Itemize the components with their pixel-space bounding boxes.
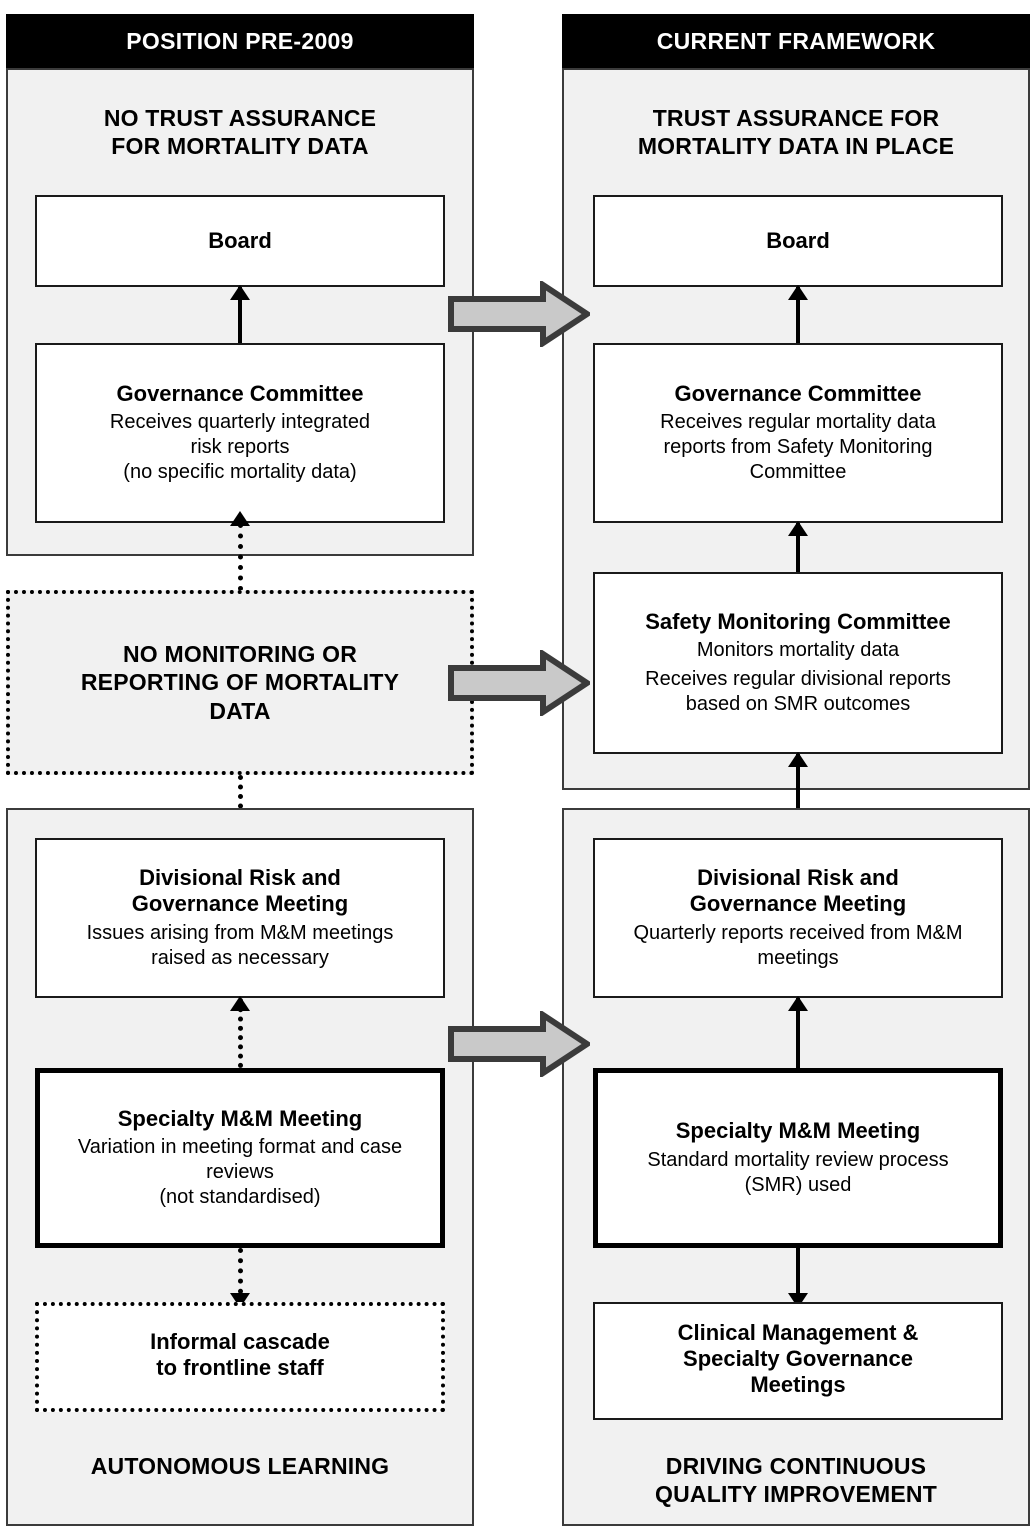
left-governance-dashed-arrow <box>230 511 250 526</box>
left-specialty-title: Specialty M&M Meeting <box>117 1105 363 1131</box>
left-informal-line1: Informal cascade <box>150 1329 330 1355</box>
left-divisional-body-1: Issues arising from M&M meetings <box>86 921 394 944</box>
left-divisional-title-2: Governance Meeting <box>131 891 349 916</box>
right-specialty-box[interactable]: Specialty M&M Meeting Standard mortality… <box>593 1068 1003 1248</box>
left-governance-dashed-line <box>238 523 243 591</box>
right-safety-body-2: Receives regular divisional reports <box>645 668 951 691</box>
right-divisional-to-safety-line <box>796 754 800 854</box>
right-divisional-to-safety-arrow <box>788 752 808 767</box>
right-safety-body-1: Monitors mortality data <box>696 639 900 662</box>
right-board-connector-line <box>796 287 800 345</box>
right-specialty-body-2: (SMR) used <box>744 1173 852 1196</box>
right-footer-line1: DRIVING CONTINUOUS <box>665 1453 927 1479</box>
right-safety-title: Safety Monitoring Committee <box>645 608 951 634</box>
right-divisional-title-1: Divisional Risk and <box>697 865 899 891</box>
left-governance-box[interactable]: Governance Committee Receives quarterly … <box>35 343 445 523</box>
right-clinical-line2: Specialty Governance <box>683 1346 913 1372</box>
transition-arrow-monitoring <box>448 650 590 716</box>
right-divisional-connector-line <box>796 998 800 1068</box>
right-governance-body-1: Receives regular mortality data <box>660 411 936 434</box>
left-board-title: Board <box>208 228 272 254</box>
right-governance-body-3: Committee <box>749 461 847 484</box>
right-governance-box[interactable]: Governance Committee Receives regular mo… <box>593 343 1003 523</box>
left-footer-label: AUTONOMOUS LEARNING <box>90 1453 390 1479</box>
right-board-title: Board <box>766 228 830 254</box>
left-divisional-dashed-arrow <box>230 996 250 1011</box>
right-clinical-management-box[interactable]: Clinical Management & Specialty Governan… <box>593 1302 1003 1420</box>
right-column-header-label: CURRENT FRAMEWORK <box>656 27 936 54</box>
right-governance-title: Governance Committee <box>674 380 922 406</box>
left-board-connector-arrow <box>230 285 250 300</box>
right-clinical-line1: Clinical Management & <box>677 1320 919 1346</box>
left-specialty-body-2: reviews <box>206 1161 274 1184</box>
right-board-box[interactable]: Board <box>593 195 1003 287</box>
right-subtitle: TRUST ASSURANCE FOR MORTALITY DATA IN PL… <box>562 104 1030 160</box>
left-no-monitoring-line1: NO MONITORING OR <box>122 641 358 668</box>
left-governance-body-2: risk reports <box>190 436 290 459</box>
left-no-monitoring-line2: REPORTING OF MORTALITY <box>80 669 400 696</box>
left-no-monitoring-line3: DATA <box>209 697 271 724</box>
left-subtitle-line2: FOR MORTALITY DATA <box>111 133 369 160</box>
right-footer: DRIVING CONTINUOUS QUALITY IMPROVEMENT <box>562 1452 1030 1508</box>
right-divisional-connector-arrow <box>788 996 808 1011</box>
left-subtitle: NO TRUST ASSURANCE FOR MORTALITY DATA <box>6 104 474 160</box>
left-footer: AUTONOMOUS LEARNING <box>6 1452 474 1480</box>
left-subtitle-line1: NO TRUST ASSURANCE <box>103 105 377 131</box>
right-subtitle-line2: MORTALITY DATA IN PLACE <box>637 133 955 160</box>
right-specialty-body-1: Standard mortality review process <box>647 1148 949 1171</box>
right-specialty-title: Specialty M&M Meeting <box>675 1118 921 1144</box>
right-divisional-body-2: meetings <box>757 946 839 969</box>
left-divisional-title-1: Divisional Risk and <box>139 865 341 891</box>
right-column-header: CURRENT FRAMEWORK <box>562 14 1030 68</box>
left-divisional-box[interactable]: Divisional Risk and Governance Meeting I… <box>35 838 445 998</box>
right-divisional-title-2: Governance Meeting <box>689 891 907 916</box>
left-specialty-to-informal-line <box>238 1248 243 1304</box>
right-board-connector-arrow <box>788 285 808 300</box>
left-informal-line2: to frontline staff <box>156 1355 324 1380</box>
left-no-monitoring-text: NO MONITORING OR REPORTING OF MORTALITY … <box>20 640 460 724</box>
left-specialty-box[interactable]: Specialty M&M Meeting Variation in meeti… <box>35 1068 445 1248</box>
left-divisional-body-2: raised as necessary <box>151 946 329 969</box>
right-divisional-box[interactable]: Divisional Risk and Governance Meeting Q… <box>593 838 1003 998</box>
left-informal-cascade-box[interactable]: Informal cascade to frontline staff <box>35 1302 445 1412</box>
transition-arrow-mm <box>448 1011 590 1077</box>
right-divisional-body-1: Quarterly reports received from M&M <box>633 921 963 944</box>
right-safety-monitoring-box[interactable]: Safety Monitoring Committee Monitors mor… <box>593 572 1003 754</box>
left-governance-body-1: Receives quarterly integrated <box>109 411 371 434</box>
right-safety-body-3: based on SMR outcomes <box>685 693 911 716</box>
left-no-monitoring-box[interactable]: NO MONITORING OR REPORTING OF MORTALITY … <box>6 590 474 775</box>
left-governance-title: Governance Committee <box>116 380 364 406</box>
left-divisional-dashed-line <box>238 998 243 1068</box>
left-column-header-label: POSITION PRE-2009 <box>126 27 354 54</box>
right-subtitle-line1: TRUST ASSURANCE FOR <box>652 105 940 131</box>
left-specialty-body-1: Variation in meeting format and case <box>77 1136 403 1159</box>
left-board-box[interactable]: Board <box>35 195 445 287</box>
right-governance-connector-arrow <box>788 521 808 536</box>
right-governance-body-2: reports from Safety Monitoring <box>663 436 933 459</box>
left-specialty-body-3: (not standardised) <box>159 1186 321 1209</box>
transition-arrow-board <box>448 281 590 347</box>
right-governance-connector-line <box>796 523 800 575</box>
left-column-header: POSITION PRE-2009 <box>6 14 474 68</box>
right-clinical-line3: Meetings <box>750 1371 846 1397</box>
right-specialty-to-clinical-line <box>796 1248 800 1304</box>
left-board-connector-line <box>238 287 242 345</box>
right-footer-line2: QUALITY IMPROVEMENT <box>655 1481 937 1508</box>
left-governance-body-3: (no specific mortality data) <box>123 461 357 484</box>
